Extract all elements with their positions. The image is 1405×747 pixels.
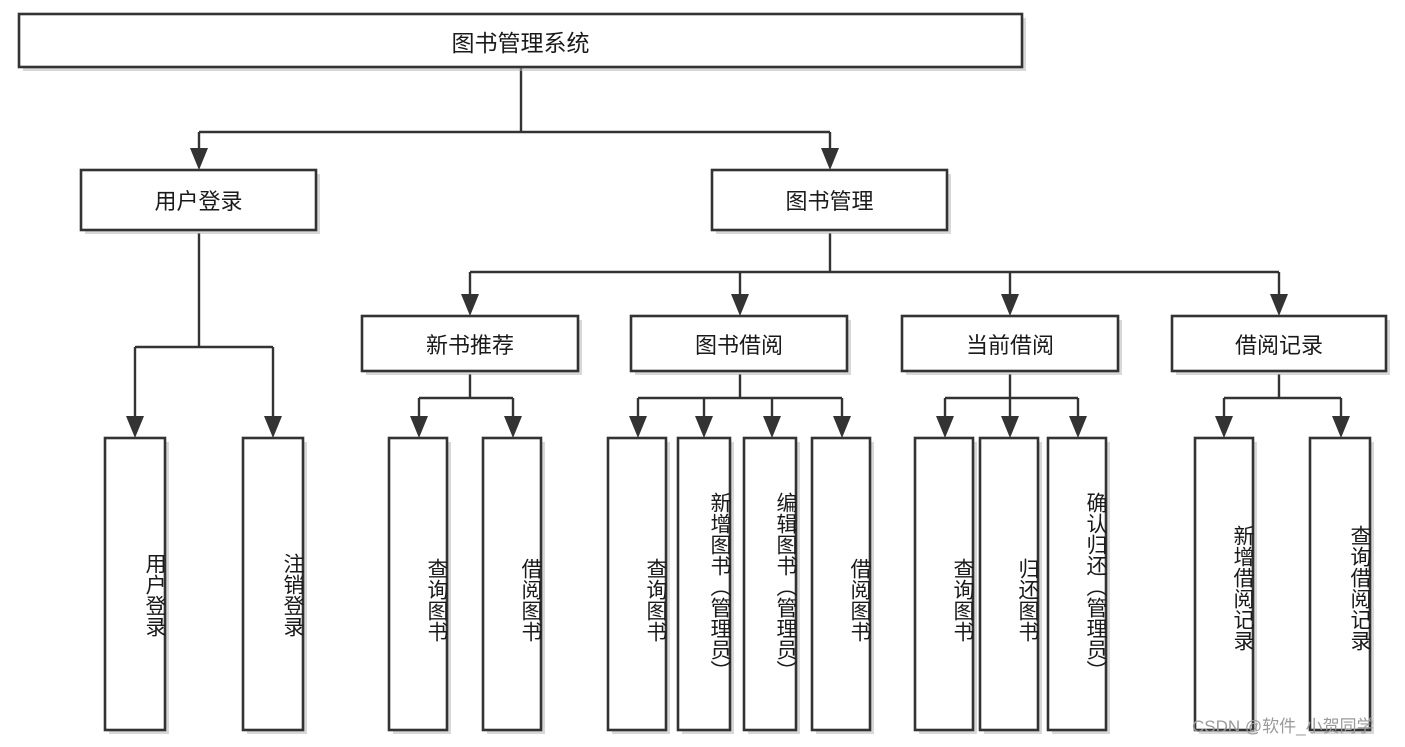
arrow-borrow-to-leaf8 <box>833 416 851 438</box>
arrow-bookmgmt-to-borrow <box>731 294 749 316</box>
edge-records-bus <box>1222 374 1343 422</box>
edge-borrow-bus <box>636 374 844 422</box>
node-box-bookmgmt[interactable] <box>710 168 949 232</box>
node-box-leaf-2[interactable] <box>241 436 305 732</box>
arrow-newbook-to-leaf4 <box>504 416 522 438</box>
arrow-bookmgmt-to-newbook <box>461 294 479 316</box>
node-box-leaf-10[interactable] <box>978 436 1040 732</box>
node-box-leaf-9[interactable] <box>913 436 975 732</box>
node-box-leaf-8[interactable] <box>810 436 872 732</box>
node-box-leaf-1[interactable] <box>103 436 167 732</box>
edge-bookmgmt-bus <box>468 233 1281 300</box>
node-box-leaf-4[interactable] <box>481 436 543 732</box>
node-box-newbook[interactable] <box>360 314 580 373</box>
node-box-login[interactable] <box>79 168 318 232</box>
edge-root-bus <box>197 68 832 156</box>
arrow-current-to-leaf9 <box>936 416 954 438</box>
node-box-leaf-12[interactable] <box>1193 436 1255 732</box>
node-box-borrow[interactable] <box>629 314 849 373</box>
node-box-leaf-7[interactable] <box>742 436 798 732</box>
arrow-records-to-leaf12 <box>1215 416 1233 438</box>
node-box-records[interactable] <box>1170 314 1388 373</box>
edge-newbook-bus <box>417 374 515 422</box>
node-box-leaf-11[interactable] <box>1046 436 1108 732</box>
node-box-leaf-6[interactable] <box>676 436 732 732</box>
node-box-root[interactable] <box>17 12 1024 69</box>
node-box-leaf-5[interactable] <box>606 436 668 732</box>
arrow-current-to-leaf10 <box>1001 416 1019 438</box>
node-box-leaf-13[interactable] <box>1308 436 1372 732</box>
arrow-borrow-to-leaf7 <box>763 416 781 438</box>
csdn-watermark: CSDN @软件_小贺同学 <box>1192 717 1374 736</box>
arrow-borrow-to-leaf6 <box>695 416 713 438</box>
arrow-bookmgmt-to-current <box>1001 294 1019 316</box>
arrow-bookmgmt-to-records <box>1270 294 1288 316</box>
node-box-leaf-3[interactable] <box>387 436 449 732</box>
arrow-root-to-bookmgmt <box>821 148 839 170</box>
connector-layer <box>126 68 1350 438</box>
arrow-root-to-login <box>190 148 208 170</box>
arrow-borrow-to-leaf5 <box>629 416 647 438</box>
arrow-login-to-leaf1 <box>126 416 144 438</box>
edge-current-bus <box>943 374 1080 422</box>
node-box-current[interactable] <box>900 314 1120 373</box>
arrow-newbook-to-leaf3 <box>410 416 428 438</box>
edge-login-bus <box>133 233 275 422</box>
arrow-login-to-leaf2 <box>264 416 282 438</box>
node-box-layer <box>17 12 1390 734</box>
arrow-current-to-leaf11 <box>1069 416 1087 438</box>
arrow-records-to-leaf13 <box>1332 416 1350 438</box>
